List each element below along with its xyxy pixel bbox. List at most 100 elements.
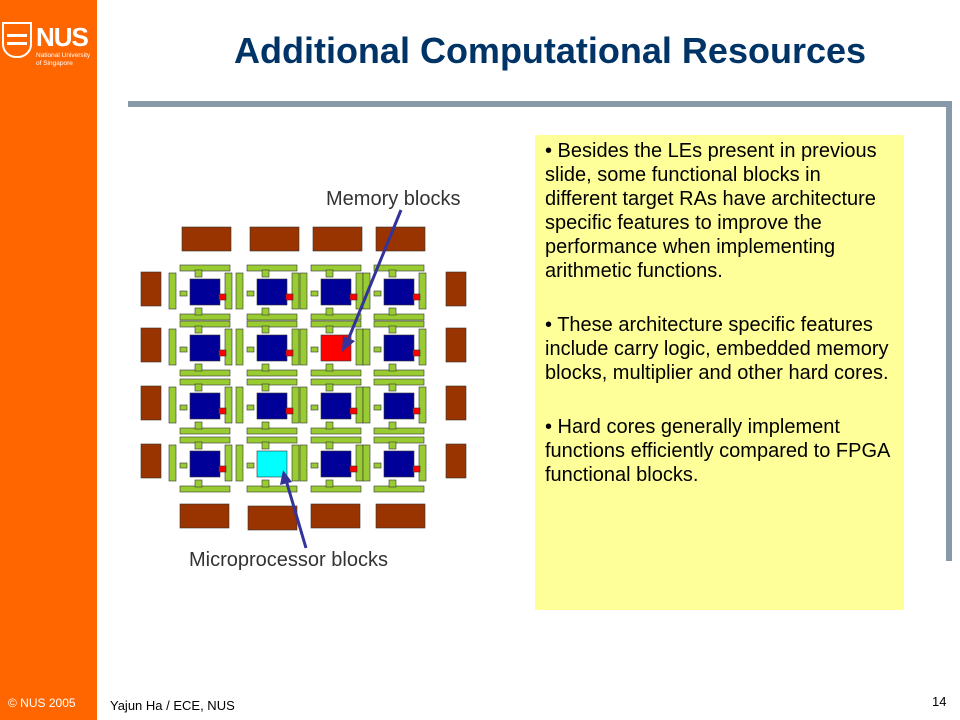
routing-bar <box>246 378 298 386</box>
connector <box>325 383 334 392</box>
routing-bar <box>224 386 233 424</box>
connector <box>325 479 334 488</box>
routing-bar <box>355 328 364 366</box>
routing-bar <box>224 272 233 310</box>
io-block <box>249 226 300 252</box>
routing-bar <box>355 444 364 482</box>
routing-bar <box>310 436 362 444</box>
connector <box>373 462 382 469</box>
carry-logic <box>412 407 421 415</box>
memory-blocks-label: Memory blocks <box>326 188 461 210</box>
connector <box>261 269 270 278</box>
logic-block <box>383 392 415 420</box>
routing-bar <box>179 485 231 493</box>
routing-bar <box>299 386 308 424</box>
nus-logo: NUS National University of Singapore <box>0 18 97 82</box>
connector <box>179 346 188 353</box>
copyright: © NUS 2005 <box>8 696 76 710</box>
routing-bar <box>418 386 427 424</box>
routing-bar <box>235 328 244 366</box>
io-block <box>375 503 426 529</box>
carry-logic <box>285 293 294 301</box>
routing-bar <box>291 386 300 424</box>
connector <box>373 290 382 297</box>
io-block <box>140 327 162 363</box>
connector <box>325 325 334 334</box>
logic-block <box>383 278 415 306</box>
routing-bar <box>224 444 233 482</box>
routing-bar <box>373 313 425 321</box>
title-rule <box>128 101 948 107</box>
routing-bar <box>246 427 298 435</box>
routing-bar <box>373 436 425 444</box>
routing-bar <box>373 427 425 435</box>
bullet-1: • Besides the LEs present in previous sl… <box>545 140 877 282</box>
io-block <box>140 385 162 421</box>
logic-block <box>256 392 288 420</box>
connector <box>246 404 255 411</box>
memory-arrowhead <box>342 336 355 352</box>
routing-bar <box>362 328 371 366</box>
io-block <box>247 505 298 531</box>
connector <box>194 269 203 278</box>
slide-title: Additional Computational Resources <box>233 30 867 71</box>
routing-bar <box>235 444 244 482</box>
carry-logic <box>412 465 421 473</box>
bullet-3: • Hard cores generally implement functio… <box>545 416 890 486</box>
routing-bar <box>310 369 362 377</box>
io-block <box>179 503 230 529</box>
memory-arrow <box>346 209 403 341</box>
logic-block <box>189 334 221 362</box>
carry-logic <box>285 349 294 357</box>
io-block <box>375 226 426 252</box>
carry-logic <box>349 407 358 415</box>
connector <box>261 383 270 392</box>
processor-block <box>256 450 288 478</box>
logo-text: NUS <box>36 22 89 52</box>
connector <box>261 421 270 430</box>
routing-bar <box>310 378 362 386</box>
connector <box>310 346 319 353</box>
routing-bar <box>310 427 362 435</box>
routing-bar <box>291 272 300 310</box>
routing-bar <box>362 444 371 482</box>
connector <box>388 383 397 392</box>
connector <box>194 441 203 450</box>
logic-block <box>320 392 352 420</box>
carry-logic <box>349 293 358 301</box>
connector <box>373 404 382 411</box>
logo-subtitle: National University of Singapore <box>36 52 91 67</box>
processor-arrowhead <box>280 470 292 485</box>
carry-logic <box>218 407 227 415</box>
routing-bar <box>235 272 244 310</box>
logic-block <box>189 392 221 420</box>
connector <box>179 462 188 469</box>
connector <box>261 325 270 334</box>
io-block <box>310 503 361 529</box>
sidebar: NUS National University of Singapore © N… <box>0 0 97 720</box>
connector <box>388 441 397 450</box>
routing-bar <box>168 272 177 310</box>
routing-bar <box>310 485 362 493</box>
connector <box>373 346 382 353</box>
logic-block <box>256 334 288 362</box>
routing-bar <box>246 369 298 377</box>
connector <box>310 290 319 297</box>
side-rule <box>946 101 952 561</box>
routing-bar <box>373 378 425 386</box>
routing-bar <box>179 320 231 328</box>
routing-bar <box>235 386 244 424</box>
carry-logic <box>218 349 227 357</box>
connector <box>261 441 270 450</box>
routing-bar <box>224 328 233 366</box>
connector <box>388 325 397 334</box>
routing-bar <box>179 369 231 377</box>
connector <box>179 404 188 411</box>
carry-logic <box>218 465 227 473</box>
routing-bar <box>291 444 300 482</box>
logic-block <box>320 450 352 478</box>
connector <box>388 307 397 316</box>
io-block <box>140 271 162 307</box>
routing-bar <box>373 264 425 272</box>
io-block <box>445 443 467 479</box>
